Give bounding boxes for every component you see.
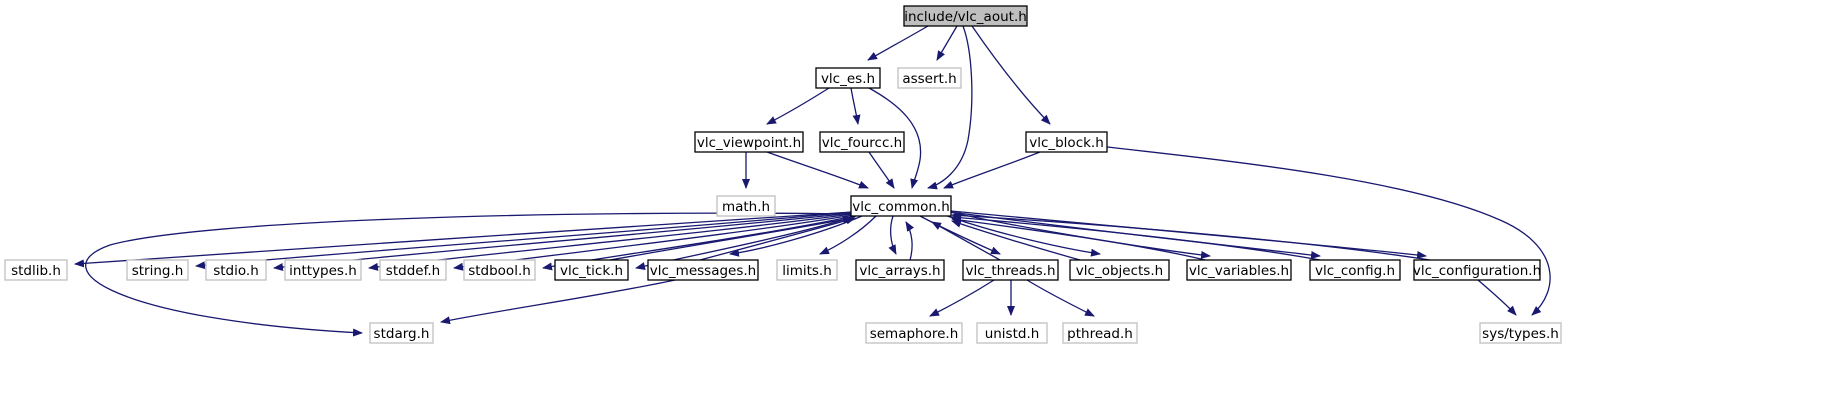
node-label: semaphore.h [870,326,959,342]
node-label: include/vlc_aout.h [904,9,1027,25]
edge-vlc_es-to-vlc_viewpoint [766,87,830,125]
node-stdbool[interactable]: stdbool.h [463,259,536,281]
node-vlc-variables[interactable]: vlc_variables.h [1186,259,1292,281]
edges-layer [74,25,1551,337]
edge-vlc_tick-to-vlc_common [609,215,853,261]
node-limits[interactable]: limits.h [776,259,838,281]
node-vlc-fourcc[interactable]: vlc_fourcc.h [819,131,905,153]
edge-vlc_threads-to-vlc_common [931,221,1001,261]
edge-vlc_config-to-vlc_common [951,213,1321,261]
edge-vlc_aout-to-vlc_es [867,25,929,61]
node-label: vlc_viewpoint.h [697,135,801,151]
node-label: sys/types.h [1482,326,1559,342]
node-math[interactable]: math.h [716,195,776,217]
node-vlc-arrays[interactable]: vlc_arrays.h [855,259,945,281]
node-vlc-objects[interactable]: vlc_objects.h [1069,259,1170,281]
edge-vlc_common-to-vlc_arrays [888,215,897,255]
edge-vlc_configuration-to-sys_types [1477,279,1517,316]
node-label: vlc_es.h [821,71,875,87]
edge-vlc_viewpoint-to-vlc_common [766,151,869,189]
node-label: vlc_messages.h [650,263,756,279]
edge-vlc_common-to-limits [819,215,877,255]
node-label: unistd.h [985,326,1040,342]
node-vlc-aout[interactable]: include/vlc_aout.h [903,5,1028,27]
node-label: inttypes.h [289,263,357,279]
node-semaphore[interactable]: semaphore.h [865,322,963,344]
node-string[interactable]: string.h [126,259,189,281]
edge-vlc_threads-to-pthread [1026,279,1095,317]
node-stdarg[interactable]: stdarg.h [369,322,434,344]
node-label: vlc_config.h [1315,263,1395,279]
node-label: stdlib.h [11,263,61,279]
edge-vlc_aout-to-vlc_block [971,25,1051,125]
node-label: stdbool.h [468,263,531,279]
edge-vlc_variables-to-vlc_common [951,216,1206,261]
node-label: vlc_tick.h [560,263,623,279]
edge-vlc_aout-to-assert [936,25,958,61]
node-assert[interactable]: assert.h [897,67,962,89]
node-vlc-block[interactable]: vlc_block.h [1025,131,1108,153]
edge-vlc_fourcc-to-vlc_common [868,151,895,189]
node-stddef[interactable]: stddef.h [379,259,447,281]
node-label: vlc_configuration.h [1413,263,1541,279]
edge-vlc_es-to-vlc_fourcc [850,87,861,125]
edge-vlc_common-to-stdarg [85,212,853,337]
edge-vlc_common-to-stdlib [74,211,853,268]
node-vlc-common[interactable]: vlc_common.h [850,195,952,217]
edge-vlc_es-to-vlc_common [868,87,922,189]
node-label: vlc_common.h [852,199,950,215]
node-label: vlc_variables.h [1189,263,1289,279]
nodes-layer: include/vlc_aout.h vlc_es.h assert.h vlc_vi… [4,5,1562,344]
edge-vlc_objects-to-vlc_common [951,220,1081,261]
edge-vlc_threads-to-semaphore [929,279,995,317]
edge-vlc_common-to-string [195,211,853,270]
node-label: vlc_block.h [1029,135,1104,151]
node-label: pthread.h [1067,326,1133,342]
node-label: stddef.h [386,263,440,279]
edge-vlc_block-to-sys_types [1106,146,1551,316]
node-vlc-configuration[interactable]: vlc_configuration.h [1413,259,1541,281]
edge-vlc_arrays-to-vlc_common [905,221,915,261]
node-stdlib[interactable]: stdlib.h [4,259,68,281]
node-label: vlc_objects.h [1076,263,1163,279]
node-vlc-tick[interactable]: vlc_tick.h [554,259,629,281]
node-label: vlc_threads.h [965,263,1055,279]
node-label: string.h [132,263,184,279]
node-label: vlc_arrays.h [859,263,940,279]
node-unistd[interactable]: unistd.h [976,322,1048,344]
node-vlc-viewpoint[interactable]: vlc_viewpoint.h [694,131,804,153]
node-inttypes[interactable]: inttypes.h [284,259,362,281]
node-vlc-threads[interactable]: vlc_threads.h [962,259,1059,281]
edge-vlc_messages-to-vlc_common [699,216,856,261]
node-sys-types[interactable]: sys/types.h [1479,322,1562,344]
edge-vlc_block-to-vlc_common [943,151,1041,189]
edge-vlc_configuration-to-vlc_common [951,211,1431,261]
node-vlc-es[interactable]: vlc_es.h [815,67,881,89]
node-pthread[interactable]: pthread.h [1062,322,1138,344]
edge-vlc_aout-to-vlc_common [927,25,973,190]
node-label: stdarg.h [374,326,430,342]
edge-vlc_common-to-vlc_threads [919,215,1001,255]
node-label: vlc_fourcc.h [822,135,902,151]
node-label: assert.h [902,71,956,87]
node-label: stdio.h [213,263,259,279]
node-vlc-config[interactable]: vlc_config.h [1309,259,1401,281]
edge-vlc_messages-to-stdarg [440,279,676,325]
node-stdio[interactable]: stdio.h [205,259,267,281]
node-label: limits.h [782,263,832,279]
node-label: math.h [722,199,770,215]
node-vlc-messages[interactable]: vlc_messages.h [647,259,759,281]
